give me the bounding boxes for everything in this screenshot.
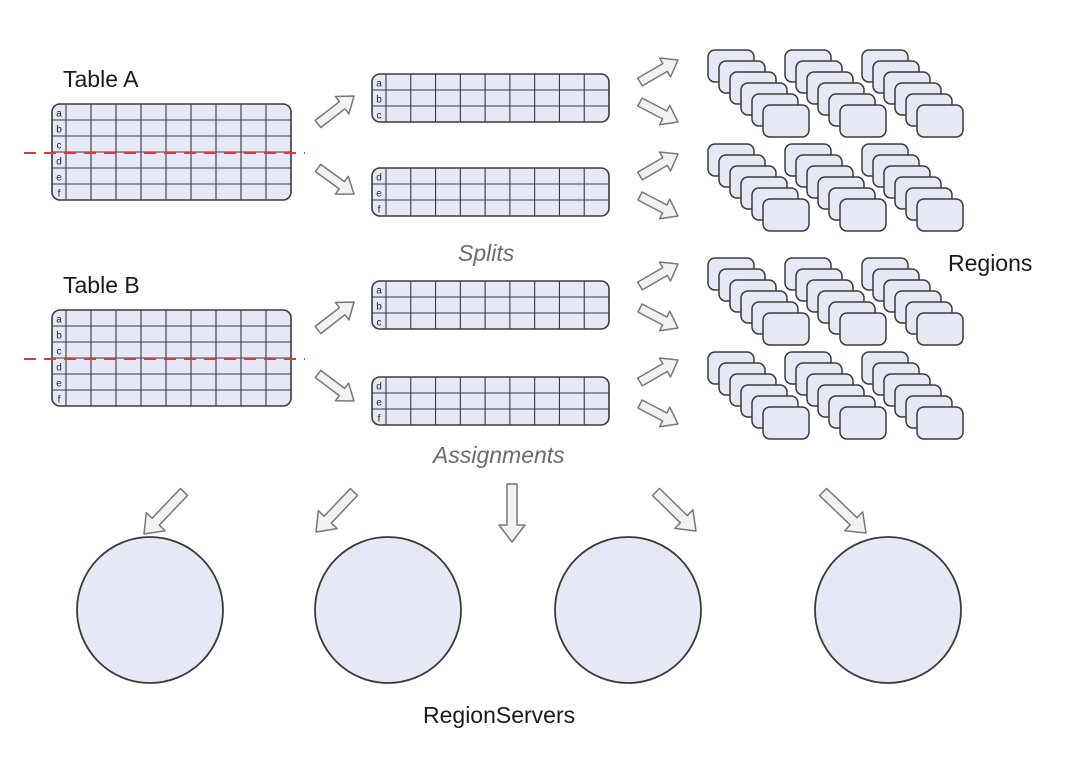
region-servers-label: RegionServers [423, 702, 575, 728]
region-box [839, 104, 887, 138]
table-frame [371, 73, 610, 123]
row-key-label: b [376, 94, 382, 105]
row-key-label: f [58, 394, 61, 405]
region-stack [707, 257, 810, 346]
region-stack [861, 351, 964, 440]
flow-arrow [143, 487, 189, 535]
region-box [916, 104, 964, 138]
region-stack [707, 351, 810, 440]
region-box [762, 406, 810, 440]
assignments-caption: Assignments [431, 442, 565, 468]
flow-arrow [818, 487, 867, 534]
region-stack [784, 143, 887, 232]
region-server-circle [76, 536, 224, 684]
row-key-label: f [58, 188, 61, 199]
region-server-circle [554, 536, 702, 684]
flow-arrow [315, 487, 359, 533]
splits-caption: Splits [458, 240, 515, 266]
region-stack [707, 143, 810, 232]
flow-arrow [637, 303, 679, 332]
region-box [762, 104, 810, 138]
table-frame [371, 167, 610, 217]
row-key-label: a [376, 285, 382, 296]
row-key-label: d [56, 156, 62, 167]
region-box [762, 198, 810, 232]
flow-arrow [314, 95, 355, 129]
row-key-label: f [378, 413, 381, 424]
region-stack [784, 351, 887, 440]
region-stack [861, 49, 964, 138]
flow-arrow [636, 357, 679, 387]
region-box [839, 406, 887, 440]
row-key-label: f [378, 204, 381, 215]
region-box [916, 198, 964, 232]
split-table-b-bottom: def [371, 376, 610, 426]
split-table-a-top: abc [371, 73, 610, 123]
row-key-label: a [376, 78, 382, 89]
flow-arrow [637, 191, 679, 220]
table-frame [371, 376, 610, 426]
row-key-label: b [56, 124, 62, 135]
flow-arrow [637, 97, 679, 126]
flow-arrow [637, 399, 679, 428]
region-servers [76, 536, 962, 684]
split-table-a-bottom: def [371, 167, 610, 217]
flow-arrow [636, 261, 679, 291]
region-box [916, 406, 964, 440]
region-stack [784, 257, 887, 346]
region-stack [784, 49, 887, 138]
region-stack [861, 257, 964, 346]
row-key-label: b [376, 301, 382, 312]
row-key-label: a [56, 314, 62, 325]
table-frame [371, 280, 610, 330]
region-stack [861, 143, 964, 232]
regions-grid [707, 49, 964, 440]
flow-arrow [314, 301, 355, 335]
flow-arrow [636, 57, 679, 87]
flow-arrow [314, 369, 355, 402]
row-key-label: e [56, 378, 62, 389]
row-key-label: d [56, 362, 62, 373]
row-key-label: c [377, 317, 382, 328]
row-key-label: e [56, 172, 62, 183]
region-box [839, 198, 887, 232]
flow-arrow [651, 487, 697, 532]
regions-label: Regions [948, 250, 1032, 276]
region-box [916, 312, 964, 346]
region-box [762, 312, 810, 346]
region-server-circle [814, 536, 962, 684]
table-a-title: Table A [63, 66, 139, 92]
region-stack [707, 49, 810, 138]
row-key-label: d [376, 381, 382, 392]
row-key-label: e [376, 397, 382, 408]
arrows-layer [143, 57, 867, 543]
region-box [839, 312, 887, 346]
row-key-label: d [376, 172, 382, 183]
region-server-circle [314, 536, 462, 684]
flow-arrow [498, 483, 526, 543]
row-key-label: b [56, 330, 62, 341]
row-key-label: e [376, 188, 382, 199]
row-key-label: c [57, 346, 62, 357]
row-key-label: a [56, 108, 62, 119]
table-b-title: Table B [63, 272, 140, 298]
flow-arrow [314, 163, 355, 195]
flow-arrow [636, 151, 679, 181]
split-table-b-top: abc [371, 280, 610, 330]
row-key-label: c [57, 140, 62, 151]
row-key-label: c [377, 110, 382, 121]
